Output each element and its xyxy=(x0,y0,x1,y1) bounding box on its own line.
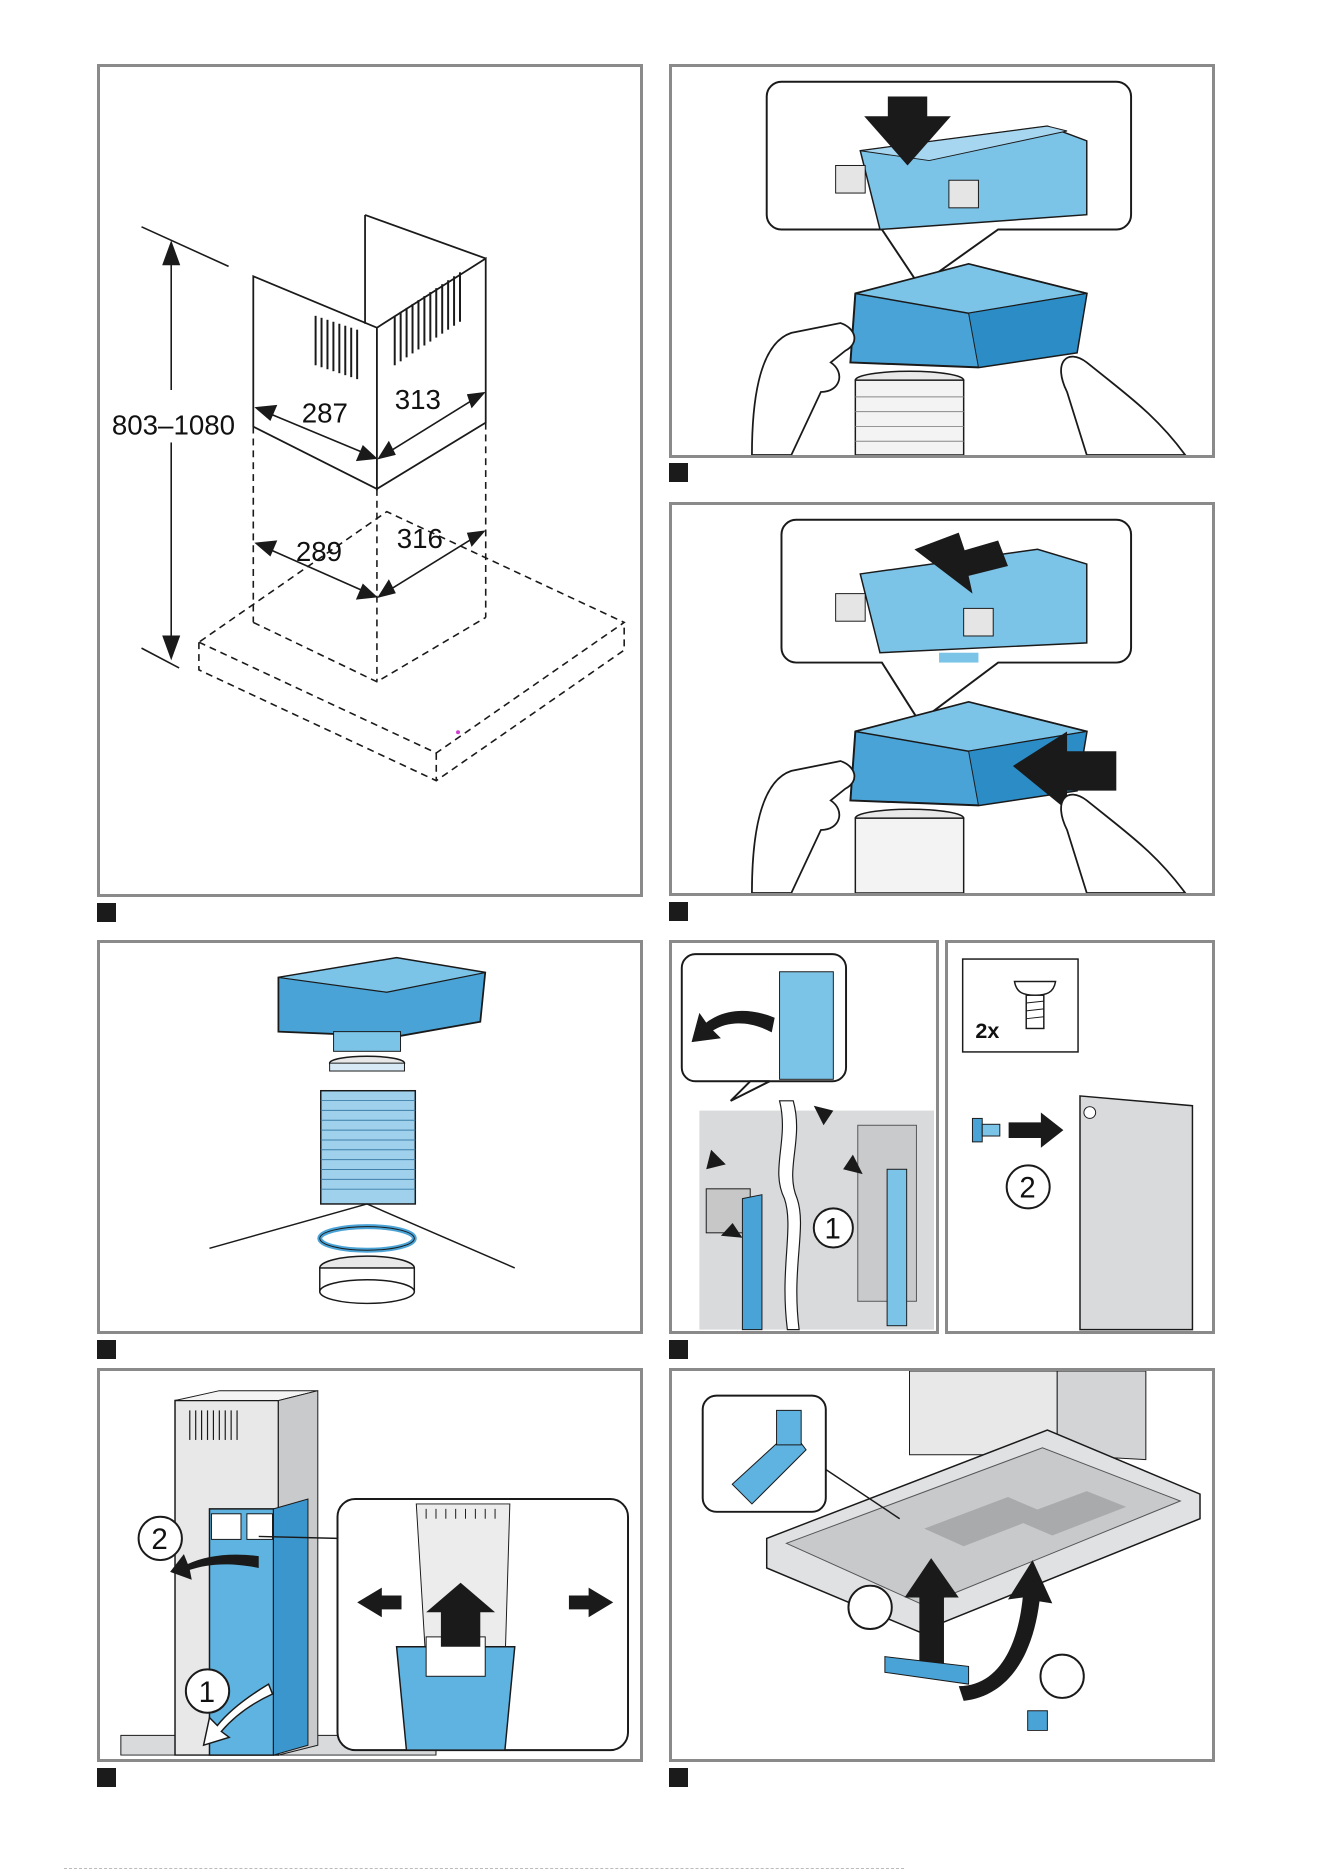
figure-marker-5 xyxy=(669,1340,688,1359)
bracket-fitting-drawing: 1 xyxy=(672,943,936,1331)
screw-icon xyxy=(972,1118,999,1141)
figure-marker-1 xyxy=(97,903,116,922)
duct-parts-drawing xyxy=(100,943,640,1331)
height-range-label: 803–1080 xyxy=(112,410,235,441)
figure-marker-6 xyxy=(97,1768,116,1787)
figure-screw-fitting: 2x 2 xyxy=(945,940,1215,1334)
adapter-press-drawing xyxy=(672,67,1212,455)
figure-bracket-fitting: 1 xyxy=(669,940,939,1334)
figure-chimney-dimensions: 803–1080 287 313 289 316 xyxy=(97,64,643,897)
lower-width-label: 289 xyxy=(296,536,342,567)
arrow-right-icon xyxy=(1009,1113,1064,1148)
figure-marker-7 xyxy=(669,1768,688,1787)
page-footer-rule xyxy=(64,1868,904,1869)
upper-width-label: 287 xyxy=(302,398,348,429)
figure-chimney-install: 2 1 xyxy=(97,1368,643,1762)
adapter-slide-drawing xyxy=(672,505,1212,893)
fig6-step-2-label: 2 xyxy=(151,1523,167,1556)
figure-marker-3 xyxy=(669,902,688,921)
lower-depth-label: 316 xyxy=(397,523,443,554)
figure-marker-2 xyxy=(669,463,688,482)
chimney-dimension-drawing: 803–1080 287 313 289 316 xyxy=(100,67,640,894)
filter-cover-drawing xyxy=(672,1371,1212,1759)
step-2-label: 2 xyxy=(1019,1172,1035,1205)
screw-fitting-drawing: 2x 2 xyxy=(948,943,1212,1331)
figure-adapter-press xyxy=(669,64,1215,458)
figure-filter-cover xyxy=(669,1368,1215,1762)
upper-depth-label: 313 xyxy=(395,384,441,415)
fig6-step-1-label: 1 xyxy=(199,1676,215,1709)
step-1-label: 1 xyxy=(825,1213,841,1246)
figure-duct-parts xyxy=(97,940,643,1334)
figure-adapter-slide xyxy=(669,502,1215,896)
quantity-label: 2x xyxy=(975,1019,999,1043)
chimney-install-drawing: 2 1 xyxy=(100,1371,640,1759)
figure-marker-4 xyxy=(97,1340,116,1359)
